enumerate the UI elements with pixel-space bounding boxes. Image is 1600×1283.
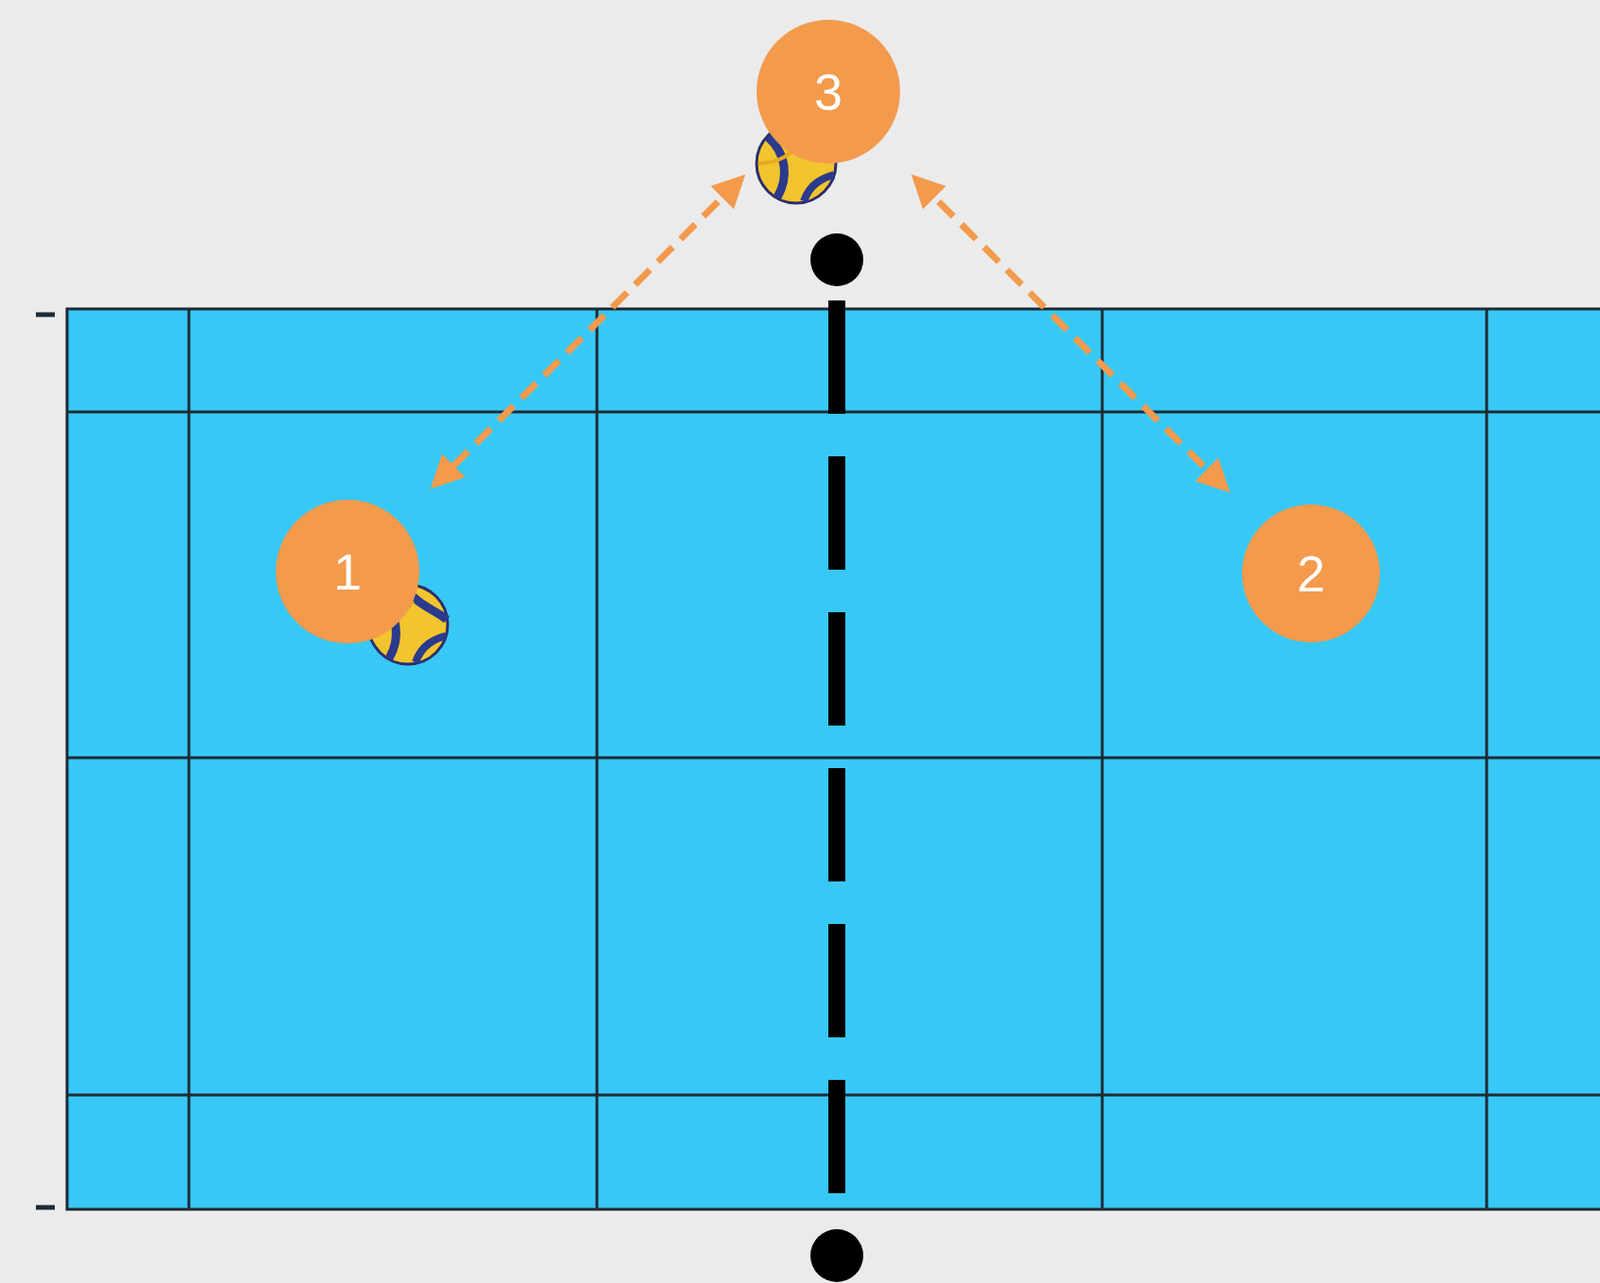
player-number: 2: [1296, 547, 1326, 599]
player-number: 1: [333, 545, 362, 597]
player-circle: 3: [756, 19, 901, 164]
player-circle: 1: [275, 499, 420, 644]
pass-arrow: [435, 179, 742, 485]
pass-arrow: [916, 179, 1226, 489]
player-circle: 2: [1242, 504, 1380, 643]
player-number: 3: [814, 66, 843, 118]
